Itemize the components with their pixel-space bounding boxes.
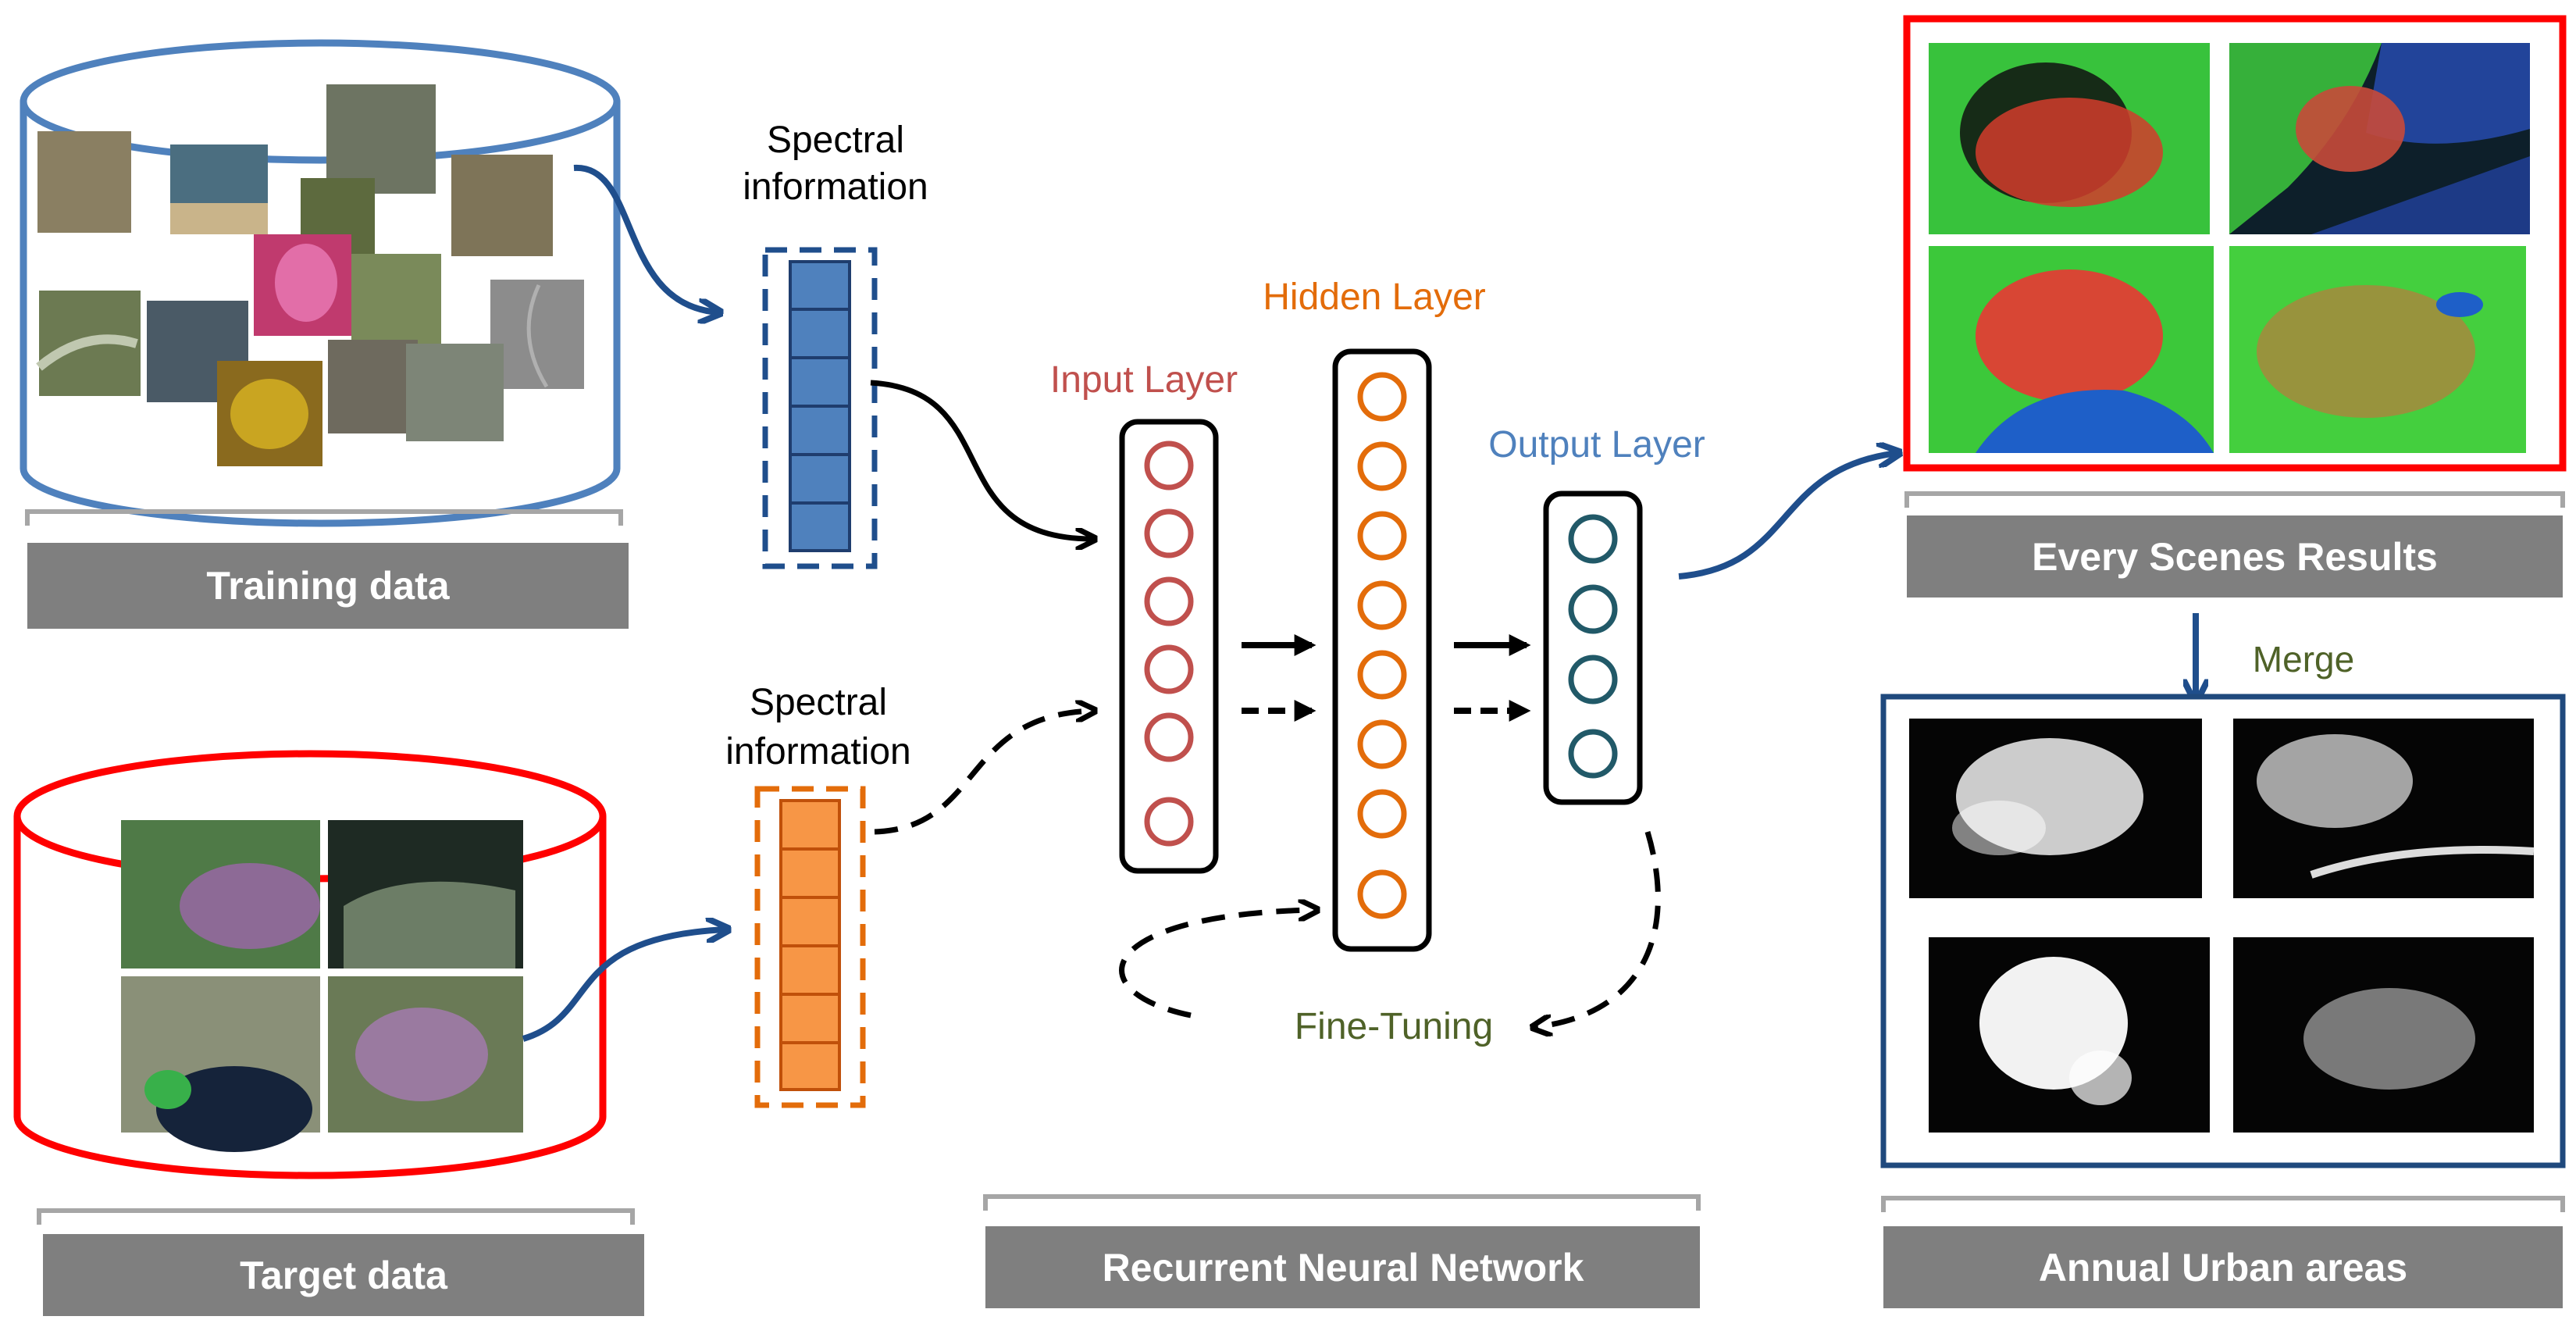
result-map-3 [1929,246,2214,453]
target-data-caption: Target data [240,1254,448,1297]
spectral-info-bottom-line1: Spectral [750,682,887,723]
training-to-spectral-arrow [573,164,718,312]
urban-map-3 [1929,937,2210,1133]
target-data-cylinder [13,750,607,1179]
input-neuron [1144,508,1194,558]
hidden-neuron [1357,789,1407,839]
urban-map-1 [1909,719,2202,898]
target-image-tiles [121,820,523,1152]
input-neuron [1144,797,1194,847]
spectral-info-top-line2: information [743,166,928,208]
training-image-tiles [36,84,584,466]
annual-urban-areas-caption: Annual Urban areas [2039,1246,2407,1290]
output-neuron [1568,729,1618,779]
spectral-info-top-line1: Spectral [767,120,904,161]
every-scenes-results-caption-box: Every Scenes Results [1907,515,2563,598]
hidden-neuron [1357,869,1407,919]
every-scenes-results-bracket [1904,491,2565,508]
spectral-info-bottom-line2: information [725,731,910,772]
training-data-caption: Training data [206,564,450,608]
every-scenes-results-panel [1903,15,2567,472]
spectral-top-to-input-arrow [870,380,1093,539]
hidden-neuron [1357,511,1407,561]
rnn-bracket [983,1194,1701,1211]
hidden-neuron [1357,719,1407,769]
training-data-caption-box: Training data [27,543,629,629]
hidden-neuron [1357,650,1407,700]
input-neuron [1144,712,1194,762]
spectral-bottom-to-input-arrow [874,711,1093,835]
result-map-2 [2229,43,2530,234]
output-layer-label: Output Layer [1488,424,1705,466]
hidden-neuron [1357,441,1407,491]
urban-map-2 [2233,719,2535,898]
output-neuron [1568,655,1618,705]
every-scenes-results-caption: Every Scenes Results [2032,535,2438,579]
rnn-caption: Recurrent Neural Network [1103,1246,1584,1290]
hidden-layer [1332,348,1432,952]
rnn-caption-box: Recurrent Neural Network [985,1226,1700,1308]
fine-tuning-label: Fine-Tuning [1295,1006,1493,1047]
result-map-4 [2229,246,2526,453]
hidden-layer-label: Hidden Layer [1263,276,1486,318]
target-to-spectral-arrow [522,929,726,1042]
training-data-cylinder [20,39,621,527]
input-neuron [1144,576,1194,626]
result-map-1 [1929,43,2210,234]
training-data-bracket [25,509,623,526]
output-neuron [1568,514,1618,564]
input-neuron [1144,644,1194,694]
annual-urban-areas-bracket [1881,1196,2565,1212]
output-layer [1543,490,1643,805]
fine-tuning-dashed-arrow [1534,831,1661,1027]
annual-urban-areas-caption-box: Annual Urban areas [1883,1226,2563,1308]
merge-label: Merge [2253,639,2354,680]
output-to-results-arrow [1678,453,1897,580]
input-neuron [1144,441,1194,490]
urban-map-4 [2233,937,2534,1133]
spectral-vector-bottom [754,786,866,1108]
spectral-vector-top [762,247,878,569]
fine-tuning-return-dashed-arrow [1119,910,1316,1018]
input-layer [1119,419,1219,874]
target-data-caption-box: Target data [43,1234,644,1316]
hidden-neuron [1357,580,1407,630]
annual-urban-areas-panel [1880,694,2566,1168]
target-data-bracket [37,1208,635,1225]
output-neuron [1568,584,1618,634]
hidden-neuron [1357,372,1407,422]
input-layer-label: Input Layer [1050,359,1238,401]
